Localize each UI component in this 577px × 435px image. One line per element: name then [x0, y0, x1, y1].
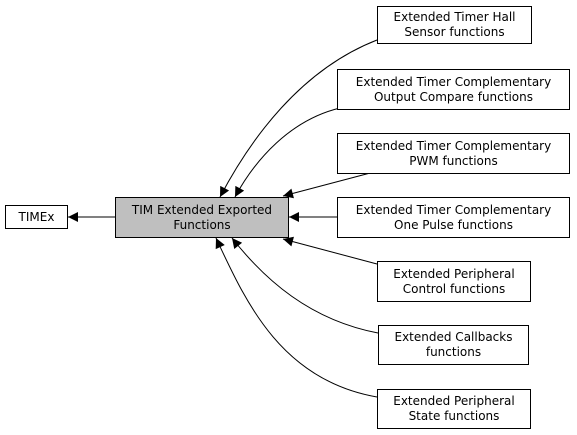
node-tim-extended-exported-functions[interactable]: TIM Extended Exported Functions [115, 197, 289, 238]
edge-hall-sensor [219, 39, 378, 198]
node-timex-label: TIMEx [18, 209, 55, 224]
node-peripheral-control-label: Extended Peripheral Control functions [393, 266, 515, 296]
node-output-compare-label: Extended Timer Complementary Output Comp… [355, 74, 552, 104]
node-output-compare-functions[interactable]: Extended Timer Complementary Output Comp… [337, 69, 570, 110]
node-one-pulse-functions[interactable]: Extended Timer Complementary One Pulse f… [337, 197, 570, 238]
node-one-pulse-label: Extended Timer Complementary One Pulse f… [355, 202, 552, 232]
node-center-label: TIM Extended Exported Functions [131, 202, 273, 232]
node-peripheral-control-functions[interactable]: Extended Peripheral Control functions [377, 261, 531, 302]
edge-peripheral-control [282, 236, 378, 265]
edge-callbacks [231, 237, 379, 334]
edge-pwm [282, 171, 375, 199]
node-peripheral-state-functions[interactable]: Extended Peripheral State functions [377, 389, 531, 429]
node-hall-sensor-label: Extended Timer Hall Sensor functions [393, 10, 516, 39]
node-peripheral-state-label: Extended Peripheral State functions [393, 394, 515, 423]
edge-peripheral-state [215, 237, 378, 398]
edge-output-compare [234, 107, 341, 198]
node-pwm-label: Extended Timer Complementary PWM functio… [355, 138, 552, 168]
node-callbacks-functions[interactable]: Extended Callbacks functions [378, 325, 529, 365]
node-timex[interactable]: TIMEx [5, 205, 68, 229]
node-hall-sensor-functions[interactable]: Extended Timer Hall Sensor functions [377, 6, 532, 44]
node-callbacks-label: Extended Callbacks functions [394, 330, 513, 359]
node-pwm-functions[interactable]: Extended Timer Complementary PWM functio… [337, 133, 570, 174]
